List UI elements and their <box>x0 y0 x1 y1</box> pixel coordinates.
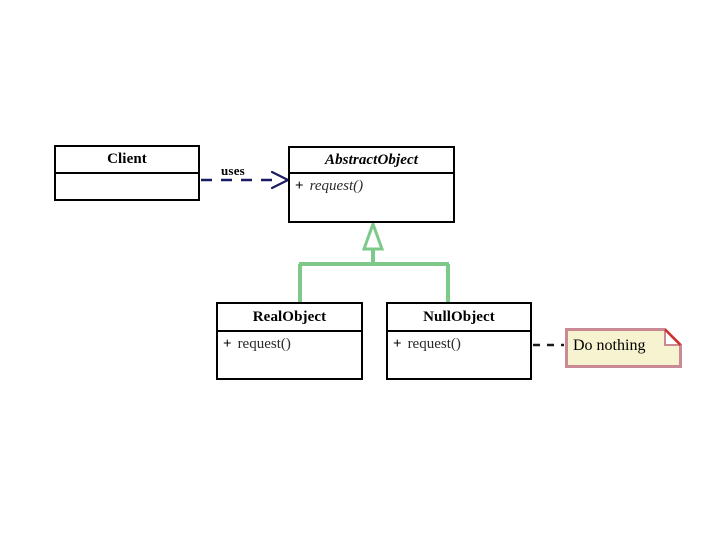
generalization-hollow-triangle <box>361 219 385 251</box>
member-visibility: + <box>223 336 232 352</box>
uml-class-client[interactable]: Client <box>54 145 200 201</box>
member-visibility: + <box>295 178 304 194</box>
class-realobject-title: RealObject <box>252 308 327 325</box>
uml-class-nullobject[interactable]: NullObject + request() <box>386 302 532 380</box>
class-abstractobject-name-compartment: AbstractObject <box>290 148 453 174</box>
uml-note-do-nothing[interactable]: Do nothing <box>565 328 682 368</box>
class-realobject-name-compartment: RealObject <box>218 304 361 332</box>
uml-class-abstractobject[interactable]: AbstractObject + request() <box>288 146 455 223</box>
member-signature: request() <box>237 336 291 352</box>
dependency-label-uses: uses <box>221 163 245 178</box>
member-row: + request() <box>223 336 357 353</box>
member-row: + request() <box>295 178 449 195</box>
note-body-shape <box>565 328 682 368</box>
dependency-uses-arrowhead <box>270 170 291 190</box>
generalization-tree <box>298 219 450 303</box>
note-fold-diagonal <box>664 328 682 346</box>
class-abstractobject-members-compartment: + request() <box>290 174 453 221</box>
note-shape <box>565 328 682 368</box>
uml-class-realobject[interactable]: RealObject + request() <box>216 302 363 380</box>
class-client-members-compartment <box>56 174 198 199</box>
class-client-title: Client <box>107 151 147 167</box>
class-nullobject-name-compartment: NullObject <box>388 304 530 332</box>
member-signature: request() <box>309 178 364 194</box>
class-realobject-members-compartment: + request() <box>218 332 361 380</box>
member-visibility: + <box>393 336 402 352</box>
class-nullobject-title: NullObject <box>423 308 495 325</box>
note-text: Do nothing <box>573 337 646 354</box>
member-signature: request() <box>407 336 461 352</box>
class-client-name-compartment: Client <box>56 147 198 174</box>
class-abstractobject-title: AbstractObject <box>324 151 419 168</box>
class-nullobject-members-compartment: + request() <box>388 332 530 380</box>
member-row: + request() <box>393 336 526 353</box>
